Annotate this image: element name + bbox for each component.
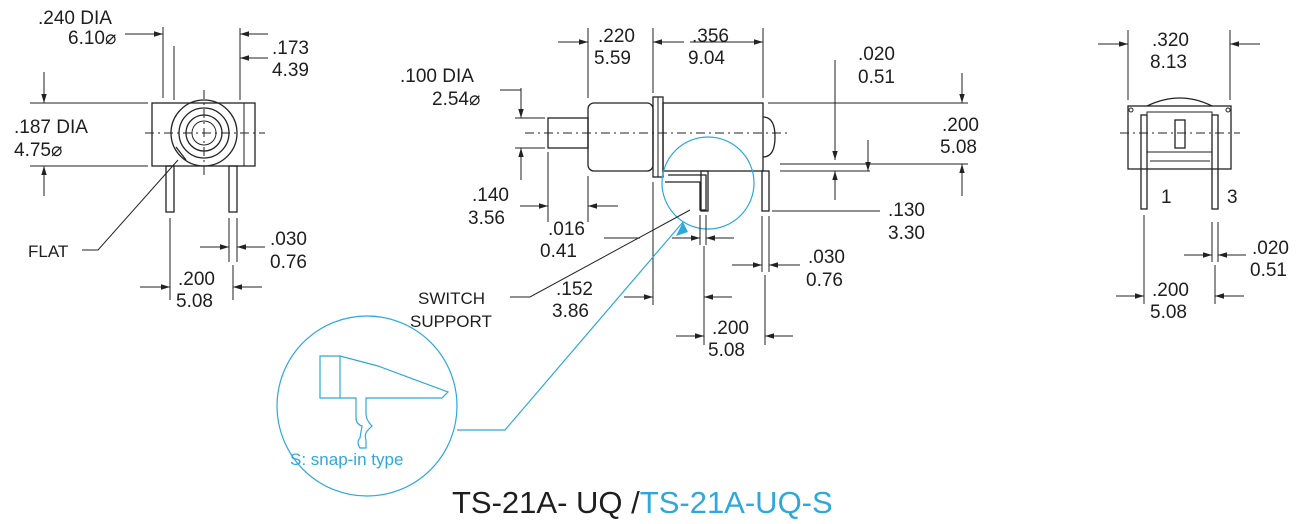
side-body-len-mm: 9.04 — [688, 48, 725, 69]
side-support-pos-mm: 3.86 — [552, 301, 589, 322]
side-support-pos-in: .152 — [556, 279, 593, 300]
front-dia-inner-in: .187 DIA — [14, 117, 88, 138]
side-support-t-mm: 0.41 — [540, 241, 577, 262]
side-pin-pitch-mm: 5.08 — [708, 340, 745, 361]
end-pin-pitch-mm: 5.08 — [1150, 302, 1187, 323]
side-pin-pitch-in: .200 — [712, 318, 749, 339]
end-pin-1 — [1140, 114, 1148, 210]
end-pin-t-mm: 0.51 — [1250, 260, 1287, 281]
side-support-label-1: SWITCH — [418, 289, 485, 308]
snap-detail-label: S: snap-in type — [290, 450, 403, 469]
front-dia-outer-mm: 6.10⌀ — [68, 28, 116, 49]
front-view: .240 DIA 6.10⌀ .173 4.39 .187 DIA 4.75⌀ … — [14, 8, 309, 312]
front-pin-right — [228, 165, 238, 213]
front-pin-w-mm: 0.76 — [270, 252, 307, 273]
side-support-label-2: SUPPORT — [410, 312, 492, 331]
end-body — [1127, 105, 1232, 170]
side-body-len-in: .356 — [692, 26, 729, 47]
side-pin-w-in: .030 — [808, 247, 845, 268]
side-support-t-in: .016 — [548, 219, 585, 240]
side-lever-dia-mm: 2.54⌀ — [432, 89, 480, 110]
end-width-mm: 8.13 — [1150, 52, 1187, 73]
end-width-in: .320 — [1152, 30, 1189, 51]
side-lever-len-in: .140 — [472, 185, 509, 206]
front-pin-left — [165, 165, 175, 213]
side-height-in: .200 — [942, 115, 979, 136]
side-pin-len-mm: 3.30 — [888, 223, 925, 244]
side-bush-len-mm: 5.59 — [594, 48, 631, 69]
side-pin-2 — [761, 170, 770, 212]
end-actuator — [1174, 119, 1186, 149]
front-right-in: .173 — [272, 38, 309, 59]
side-height-mm: 5.08 — [940, 137, 977, 158]
side-pin-w-mm: 0.76 — [806, 270, 843, 291]
part-number-main: TS-21A- UQ / — [452, 485, 640, 520]
front-pin-w-in: .030 — [270, 229, 307, 250]
snap-callout-circle — [661, 136, 755, 230]
end-pin3-label: 3 — [1227, 187, 1238, 208]
side-lever-dia-in: .100 DIA — [400, 66, 474, 87]
side-gap-in: .020 — [858, 44, 895, 65]
side-gap-mm: 0.51 — [858, 67, 895, 88]
side-view: .220 5.59 .356 9.04 .020 0.51 .100 DIA 2… — [400, 26, 979, 361]
snap-in-detail: S: snap-in type — [276, 221, 688, 497]
front-pin-pitch-mm: 5.08 — [176, 291, 213, 312]
side-lever-len-mm: 3.56 — [468, 208, 505, 229]
front-right-mm: 4.39 — [272, 60, 309, 81]
end-pin1-label: 1 — [1161, 187, 1172, 208]
end-pin-t-in: .020 — [1252, 238, 1289, 259]
end-view: .320 8.13 1 3 .020 0.51 .200 5.08 — [1098, 30, 1289, 323]
part-number-snap: TS-21A-UQ-S — [640, 485, 833, 520]
side-pin-len-in: .130 — [888, 200, 925, 221]
front-pin-pitch-in: .200 — [178, 269, 215, 290]
side-pin-1 — [700, 170, 709, 212]
end-pin-3 — [1211, 114, 1219, 210]
front-flat-label: FLAT — [28, 242, 68, 261]
snap-detail-circle — [276, 315, 458, 497]
front-dia-outer-in: .240 DIA — [38, 8, 112, 29]
side-bushing — [587, 102, 654, 172]
front-dia-inner-mm: 4.75⌀ — [14, 140, 62, 161]
part-number-title: TS-21A- UQ /TS-21A-UQ-S — [452, 485, 833, 520]
side-bush-len-in: .220 — [598, 26, 635, 47]
end-pin-pitch-in: .200 — [1152, 280, 1189, 301]
